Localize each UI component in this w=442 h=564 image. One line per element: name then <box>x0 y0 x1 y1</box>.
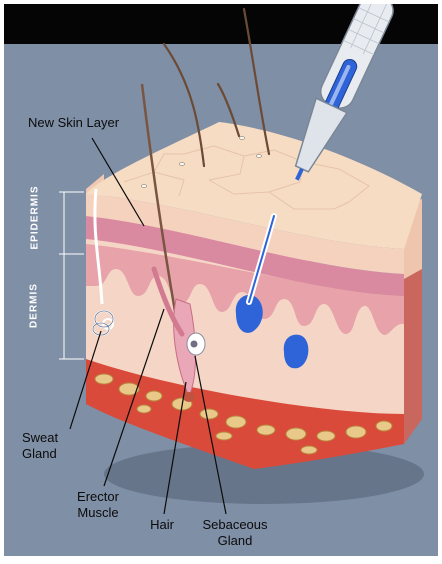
skin-diagram: New Skin Layer EPIDERMIS DERMIS Sweat Gl… <box>4 4 438 556</box>
hair-label: Hair <box>132 517 192 533</box>
new-skin-layer-label: New Skin Layer <box>28 115 119 131</box>
erector-muscle-label: Erector Muscle <box>68 489 128 521</box>
hair-bulb <box>183 392 195 402</box>
epidermis-label: EPIDERMIS <box>30 190 41 250</box>
sebaceous-gland-label: Sebaceous Gland <box>200 517 270 549</box>
dermis-label: DERMIS <box>29 281 40 331</box>
layer-brackets <box>59 192 84 359</box>
sweat-gland-label: Sweat Gland <box>22 430 72 462</box>
skin-cross-section <box>4 4 438 556</box>
